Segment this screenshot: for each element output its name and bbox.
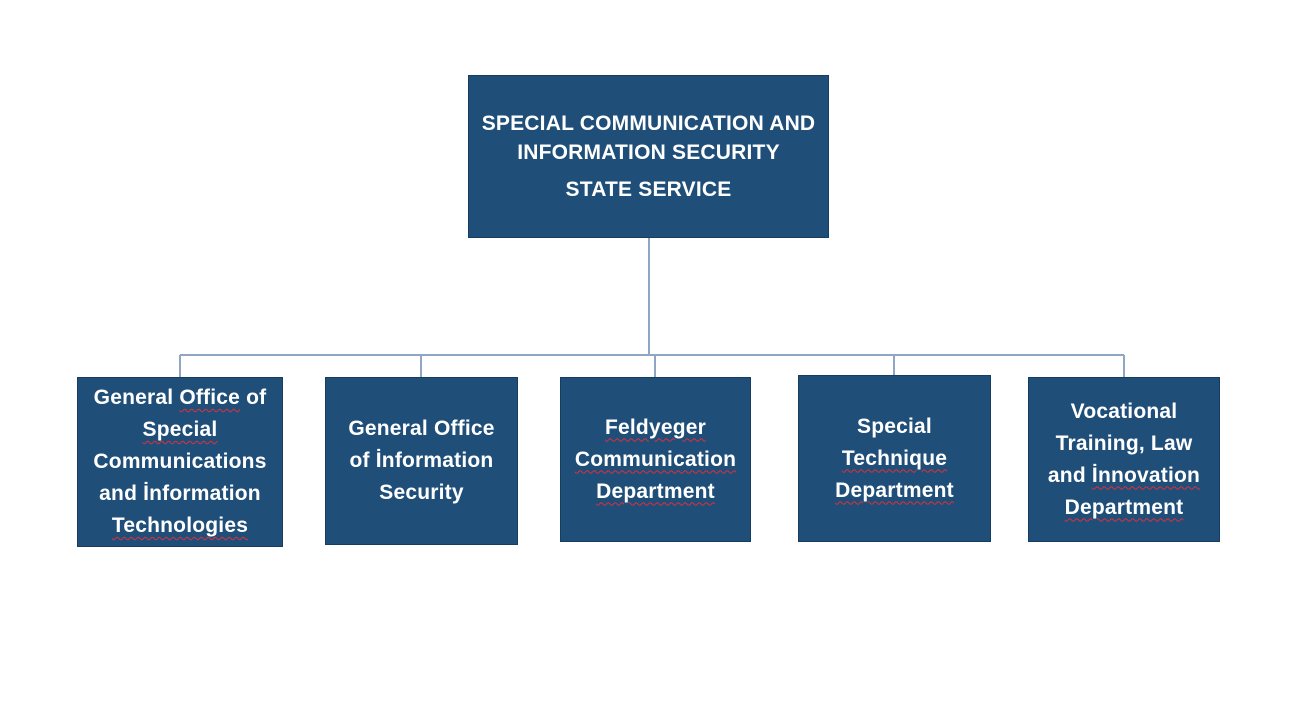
node-2-line-2: of İnformation bbox=[349, 449, 494, 472]
root-node-state-service: SPECIAL COMMUNICATION AND INFORMATION SE… bbox=[468, 75, 829, 238]
node-1-line-3: Communications bbox=[93, 450, 267, 473]
node-5-line-4: Department bbox=[1064, 495, 1184, 519]
node-4-line-3: Department bbox=[835, 478, 954, 502]
node-1-line-2: Special bbox=[142, 418, 218, 441]
root-line-1: SPECIAL COMMUNICATION AND bbox=[481, 112, 816, 135]
node-2-line-3: Security bbox=[379, 481, 464, 504]
node-1-line-5: Technologies bbox=[111, 514, 249, 537]
child-node-special-communications: General Office of Special Communications… bbox=[77, 377, 283, 547]
node-4-line-1: Special bbox=[857, 414, 932, 438]
node-2-line-1: General Office bbox=[348, 417, 495, 440]
node-5-line-2: Training, Law bbox=[1055, 431, 1193, 455]
node-5-line-1: Vocational bbox=[1070, 399, 1178, 423]
child-node-feldyeger-communication: Feldyeger Communication Department bbox=[560, 377, 751, 542]
node-1-line-4: and İnformation bbox=[99, 482, 261, 505]
node-4-line-2: Technique bbox=[841, 446, 948, 470]
root-line-3: STATE SERVICE bbox=[565, 178, 732, 201]
node-3-line-1: Feldyeger bbox=[604, 415, 706, 439]
child-node-information-security: General Office of İnformation Security bbox=[325, 377, 518, 545]
node-5-line-3: and İnnovation bbox=[1047, 463, 1201, 487]
node-3-line-3: Department bbox=[596, 479, 715, 503]
root-line-2: INFORMATION SECURITY bbox=[517, 141, 780, 164]
node-3-line-2: Communication bbox=[574, 447, 737, 471]
node-1-line-1: General Office of bbox=[93, 386, 267, 409]
child-node-special-technique: Special Technique Department bbox=[798, 375, 991, 542]
child-node-vocational-training: Vocational Training, Law and İnnovation … bbox=[1028, 377, 1220, 542]
